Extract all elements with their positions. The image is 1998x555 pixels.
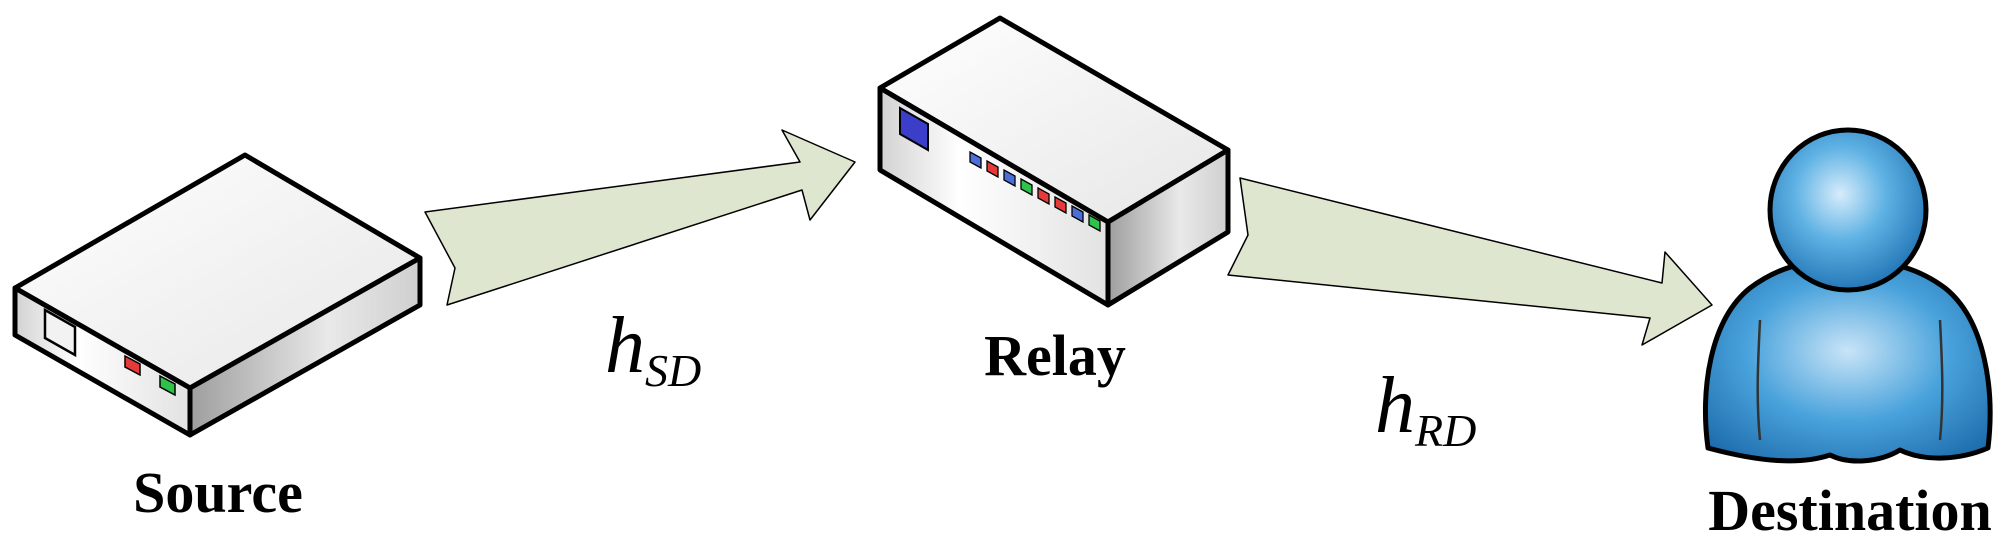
- destination-label: Destination: [1708, 478, 1992, 543]
- green-led: [159, 374, 176, 397]
- link-source-relay: hSD: [424, 129, 856, 396]
- source-device: Source: [12, 152, 423, 525]
- modem-device-icon: [12, 152, 423, 438]
- wide-arrow-icon: [424, 129, 856, 306]
- channel-label-hsd: hSD: [605, 302, 701, 396]
- channel-label-hrd: hRD: [1375, 362, 1476, 456]
- source-label: Source: [133, 460, 303, 525]
- relay-panel: [899, 106, 929, 152]
- relay-device: Relay: [877, 15, 1231, 388]
- link-relay-destination: hRD: [1227, 177, 1713, 456]
- red-led: [124, 354, 141, 377]
- network-switch-icon: [877, 15, 1231, 308]
- wide-arrow-icon: [1227, 177, 1713, 346]
- user-person-icon: [1702, 127, 1993, 464]
- destination-node: Destination: [1702, 127, 1993, 543]
- relay-label: Relay: [984, 323, 1126, 388]
